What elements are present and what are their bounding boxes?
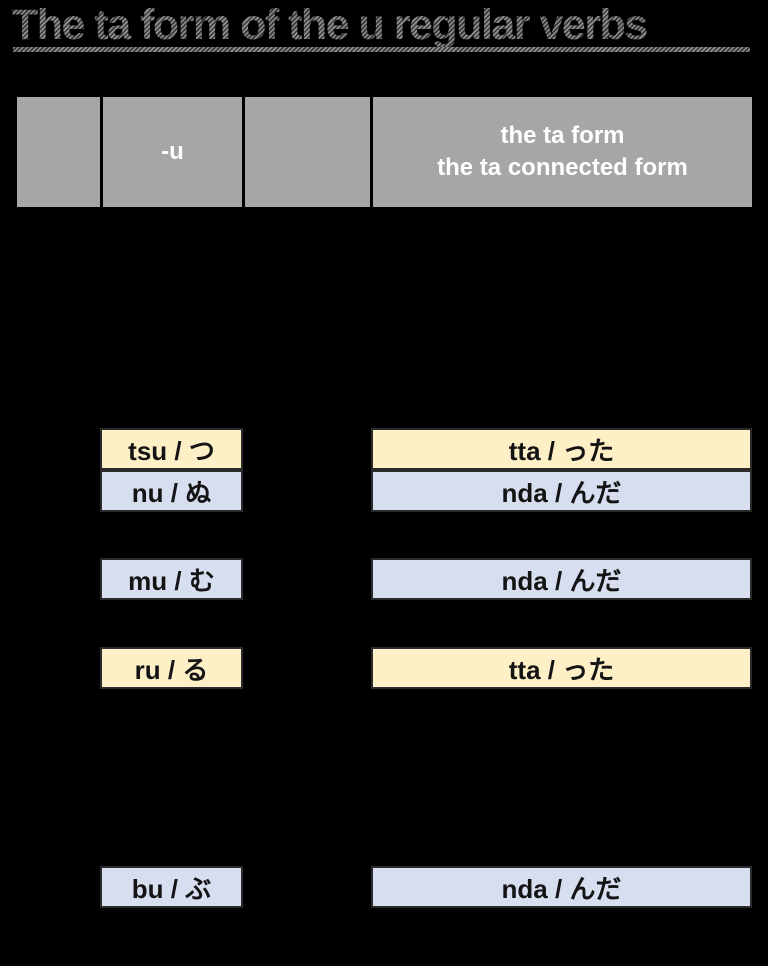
title-underline: [13, 47, 750, 52]
ta-form-cell-tta-1: tta / った: [371, 428, 752, 470]
ending-cell-bu: bu / ぶ: [100, 866, 243, 908]
ending-cell-ru: ru / る: [100, 647, 243, 689]
header-cell-ta-form: the ta form the ta connected form: [373, 97, 752, 207]
ending-cell-mu: mu / む: [100, 558, 243, 600]
ending-cell-nu: nu / ぬ: [100, 470, 243, 512]
header-cell-blank-2: [245, 97, 370, 207]
page-title: The ta form of the u regular verbs: [12, 0, 760, 50]
header-ta-form-line1: the ta form: [500, 122, 625, 149]
ta-form-cell-nda-3: nda / んだ: [371, 866, 752, 908]
ta-form-cell-nda-1: nda / んだ: [371, 470, 752, 512]
header-ta-form-line2: the ta connected form: [437, 154, 688, 181]
ta-form-cell-nda-2: nda / んだ: [371, 558, 752, 600]
header-cell-blank-1: [17, 97, 100, 207]
ending-cell-tsu: tsu / つ: [100, 428, 243, 470]
ta-form-cell-tta-2: tta / った: [371, 647, 752, 689]
header-cell-u-ending: -u: [103, 97, 242, 207]
